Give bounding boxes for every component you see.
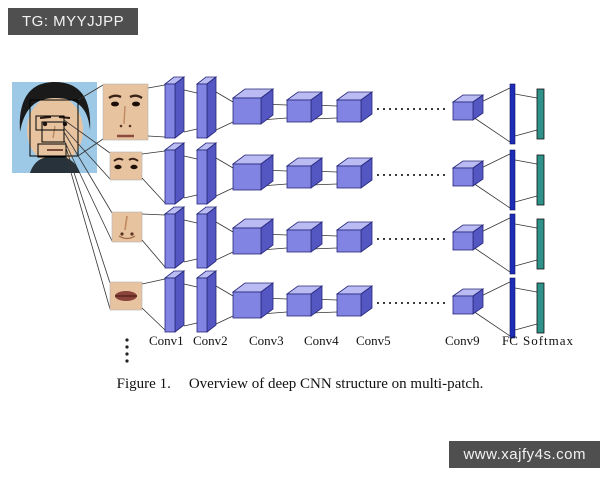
patch-thumbnail-mouth <box>109 281 143 311</box>
cnn-row-eyes <box>165 143 544 210</box>
vertical-ellipsis <box>125 338 129 363</box>
patch-thumbnail-eyes <box>109 151 143 181</box>
layer-label-conv5: Conv5 <box>356 333 391 348</box>
layer-label-fc: FC <box>502 333 518 348</box>
figure-caption-label: Figure 1. <box>116 376 171 392</box>
patch-thumbnail-nose <box>111 211 143 243</box>
layer-label-softmax: Softmax <box>523 333 575 348</box>
layer-label-conv4: Conv4 <box>304 333 339 348</box>
layer-label-conv2: Conv2 <box>193 333 228 348</box>
cnn-row-mouth <box>165 271 544 338</box>
cnn-row-nose <box>165 207 544 274</box>
patch-to-row-lines <box>141 84 166 331</box>
watermark-bottom-right: www.xajfy4s.com <box>449 441 600 468</box>
figure-caption: Figure 1. Overview of deep CNN structure … <box>0 376 600 393</box>
patch-thumbnail-face <box>102 83 149 141</box>
photo-to-patch-lines <box>63 84 113 310</box>
layer-label-conv3: Conv3 <box>249 333 284 348</box>
patch-box-face <box>29 99 79 157</box>
layer-label-conv1: Conv1 <box>149 333 184 348</box>
layer-label-conv9: Conv9 <box>445 333 480 348</box>
face-photo <box>12 82 97 173</box>
cnn-row-face <box>165 77 544 144</box>
figure-caption-text: Overview of deep CNN structure on multi-… <box>188 376 484 392</box>
watermark-top-left: TG: MYYJJPP <box>8 8 139 35</box>
patch-box-mouth <box>37 143 67 158</box>
